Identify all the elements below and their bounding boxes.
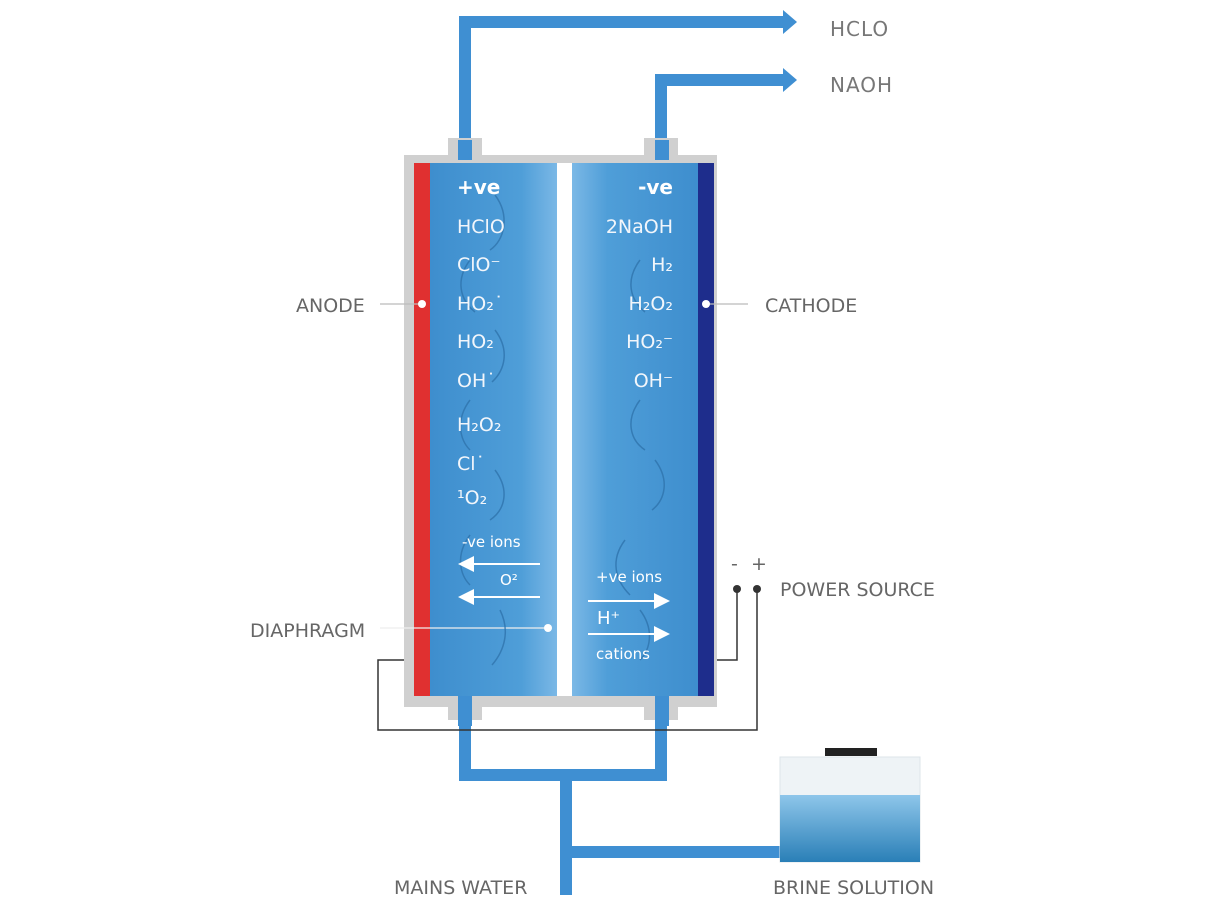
power-wires — [377, 590, 758, 731]
anode-electrode — [414, 163, 430, 696]
species: 2NaOH — [606, 216, 673, 238]
negative-ions-label: -ve ions — [462, 533, 521, 551]
anode-species-list: +ve HClO ClO⁻ HO₂˙ HO₂ OH˙ H₂O₂ Cl˙ ¹O₂ … — [457, 175, 540, 605]
mains-water-pipe — [459, 700, 780, 895]
negative-terminal — [733, 585, 741, 593]
diaphragm — [557, 163, 572, 696]
species: Cl˙ — [457, 453, 485, 475]
anode-label: ANODE — [296, 295, 365, 317]
cathode-electrode — [698, 163, 714, 696]
cathode-ion-flow: +ve ions H⁺ cations — [588, 568, 670, 663]
mains-water-label: MAINS WATER — [394, 877, 527, 899]
hclo-output-pipe — [459, 10, 797, 150]
species: ClO⁻ — [457, 254, 501, 276]
species: HO₂˙ — [457, 293, 503, 315]
anode-chamber — [414, 163, 557, 696]
species: OH⁻ — [634, 370, 673, 392]
cathode-polarity: -ve — [638, 175, 673, 199]
species: H₂O₂ — [457, 414, 501, 436]
minus-sign: - — [731, 553, 738, 575]
positive-terminal — [753, 585, 761, 593]
brine-tank — [779, 748, 921, 863]
hydrogen-ion: H⁺ — [597, 608, 620, 629]
power-source-label: POWER SOURCE — [780, 579, 935, 601]
positive-ions-label: +ve ions — [596, 568, 662, 586]
naoh-output-pipe — [655, 68, 797, 150]
brine-solution-label: BRINE SOLUTION — [773, 877, 934, 899]
cathode-label: CATHODE — [765, 295, 857, 317]
oxide-ion: O² — [500, 571, 518, 589]
hclo-label: HCLO — [830, 17, 889, 41]
diaphragm-label: DIAPHRAGM — [250, 620, 365, 642]
species: HO₂ — [457, 331, 494, 353]
cations-label: cations — [596, 645, 650, 663]
cathode-chamber — [572, 163, 714, 696]
species: OH˙ — [457, 370, 496, 392]
species: H₂O₂ — [629, 293, 673, 315]
species: H₂ — [651, 254, 673, 276]
species: ¹O₂ — [457, 487, 487, 509]
species: HO₂⁻ — [626, 331, 673, 353]
naoh-label: NAOH — [830, 73, 893, 97]
anode-polarity: +ve — [457, 175, 500, 199]
cathode-species-list: -ve 2NaOH H₂ H₂O₂ HO₂⁻ OH⁻ — [606, 175, 673, 392]
leader-lines — [380, 303, 748, 629]
plus-sign: + — [751, 553, 767, 575]
species: HClO — [457, 216, 505, 238]
